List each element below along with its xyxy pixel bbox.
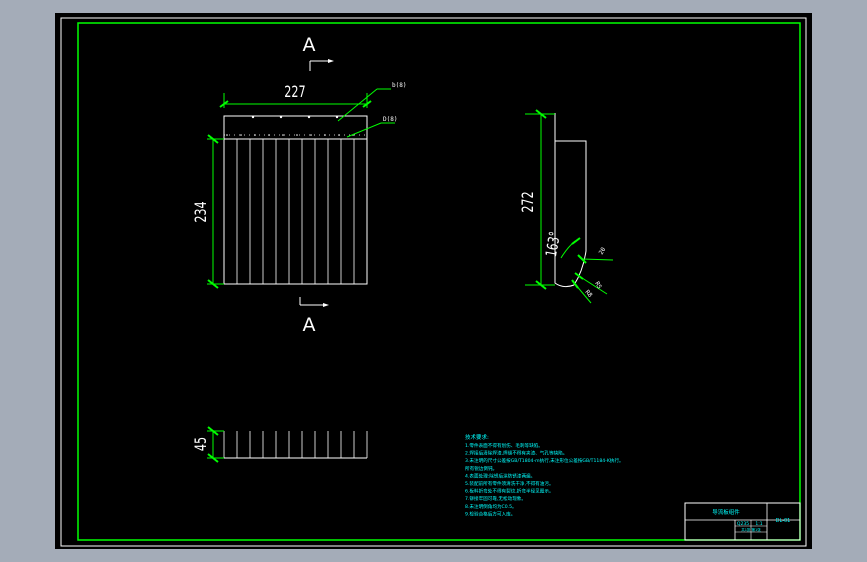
notes-title: 技术要求: [465, 433, 489, 441]
notes-line: 1.零件表面不得有划伤、毛刺等缺陷。 [465, 442, 543, 449]
front-view-rivets [226, 115, 354, 136]
hole-dot [226, 134, 228, 136]
dim-width-text: 227 [284, 83, 305, 102]
title-block: 导流板组件 DL-01 Q235 1:1 共1张 第1张 [684, 502, 801, 541]
side-view-bend [554, 113, 575, 288]
notes-line: 4.表面处理:除锈后涂防锈漆两遍。 [465, 472, 535, 479]
rivet-dot [307, 115, 311, 119]
dim-height-234 [207, 134, 224, 289]
dim-angle [560, 237, 581, 259]
notes-lines: 1.零件表面不得有划伤、毛刺等缺陷。2.焊接后清除焊渣,焊缝不得有夹渣、气孔等缺… [465, 442, 624, 517]
dim-bottom-height-text: 45 [192, 437, 211, 451]
hole-dot [240, 134, 242, 136]
notes-line: 3.未注明的尺寸公差按GB/T1804-m执行,未注形位公差按GB/T1184-… [465, 457, 624, 464]
dim-side-height-272 [525, 109, 555, 290]
notes-line: 2.焊接后清除焊渣,焊缝不得有夹渣、气孔等缺陷。 [465, 450, 567, 457]
notes-line: 6.板料折弯处不得有裂纹,折弯半径见图示。 [465, 488, 554, 495]
rivet-dot [251, 115, 255, 119]
notes-line: 5.装配前所有零件须清洗干净,不得有油污。 [465, 480, 554, 487]
section-label-bottom: A [303, 314, 316, 336]
notes-line: 9.检验合格后方可入库。 [465, 510, 515, 517]
technical-notes: 技术要求: 1.零件表面不得有划伤、毛刺等缺陷。2.焊接后清除焊渣,焊缝不得有夹… [465, 433, 624, 517]
leader-top [337, 88, 391, 122]
title-sheet-info: 共1张 第1张 [741, 527, 761, 532]
notes-line: 8.未注明倒角均为C0.5。 [465, 503, 517, 510]
rivet-dot [335, 115, 339, 119]
drawing-frame [77, 22, 801, 541]
rivet-dot [279, 115, 283, 119]
hole-dot [310, 134, 312, 136]
cad-drawing: A 227 234 [60, 17, 807, 547]
side-leader-b-label: R5 [593, 281, 603, 291]
dim-angle-text: 163° [543, 230, 565, 258]
dim-height-text: 234 [192, 201, 211, 222]
side-leader-a-label: 20 [598, 246, 608, 256]
title-scale: 1:1 [755, 521, 762, 527]
side-view-profile [554, 113, 587, 286]
drawing-sheet: A 227 234 [55, 13, 812, 549]
dim-bottom-height-45 [207, 426, 224, 463]
dim-side-height-text: 272 [519, 191, 538, 212]
side-view: 272 163° 20 R5 R8 [519, 109, 614, 304]
notes-line: 7.铆接牢固可靠,无松动现象。 [465, 495, 526, 502]
side-leader-b [574, 272, 608, 295]
leader-top-label: b(8) [392, 82, 406, 89]
hole-dot [324, 134, 326, 136]
side-leader-a [577, 254, 614, 264]
front-view-slats [236, 139, 355, 284]
sheet-outer-border [60, 17, 807, 547]
title-material: Q235 [737, 521, 749, 527]
section-arrow-top [309, 59, 334, 71]
dim-width-227 [219, 93, 372, 108]
section-arrow-bottom [299, 297, 329, 307]
leader-mid-label: D(8) [383, 116, 397, 123]
side-leader-c [571, 279, 592, 304]
front-view-outline [223, 115, 368, 285]
front-view: 227 234 b(8) D(8) [192, 82, 406, 289]
hole-dot [268, 134, 270, 136]
notes-line: 所有锐边倒钝。 [465, 465, 497, 472]
bottom-view: 45 [192, 426, 368, 463]
hole-dot [338, 134, 340, 136]
title-drawing-no: DL-01 [776, 518, 791, 524]
title-part-name: 导流板组件 [712, 508, 740, 516]
bottom-view-slats [223, 431, 368, 458]
section-label-top: A [303, 34, 316, 56]
leader-mid [346, 122, 395, 138]
hole-dot [254, 134, 256, 136]
hole-dot [282, 134, 284, 136]
side-leader-c-label: R8 [583, 289, 593, 299]
hole-dot [296, 134, 298, 136]
